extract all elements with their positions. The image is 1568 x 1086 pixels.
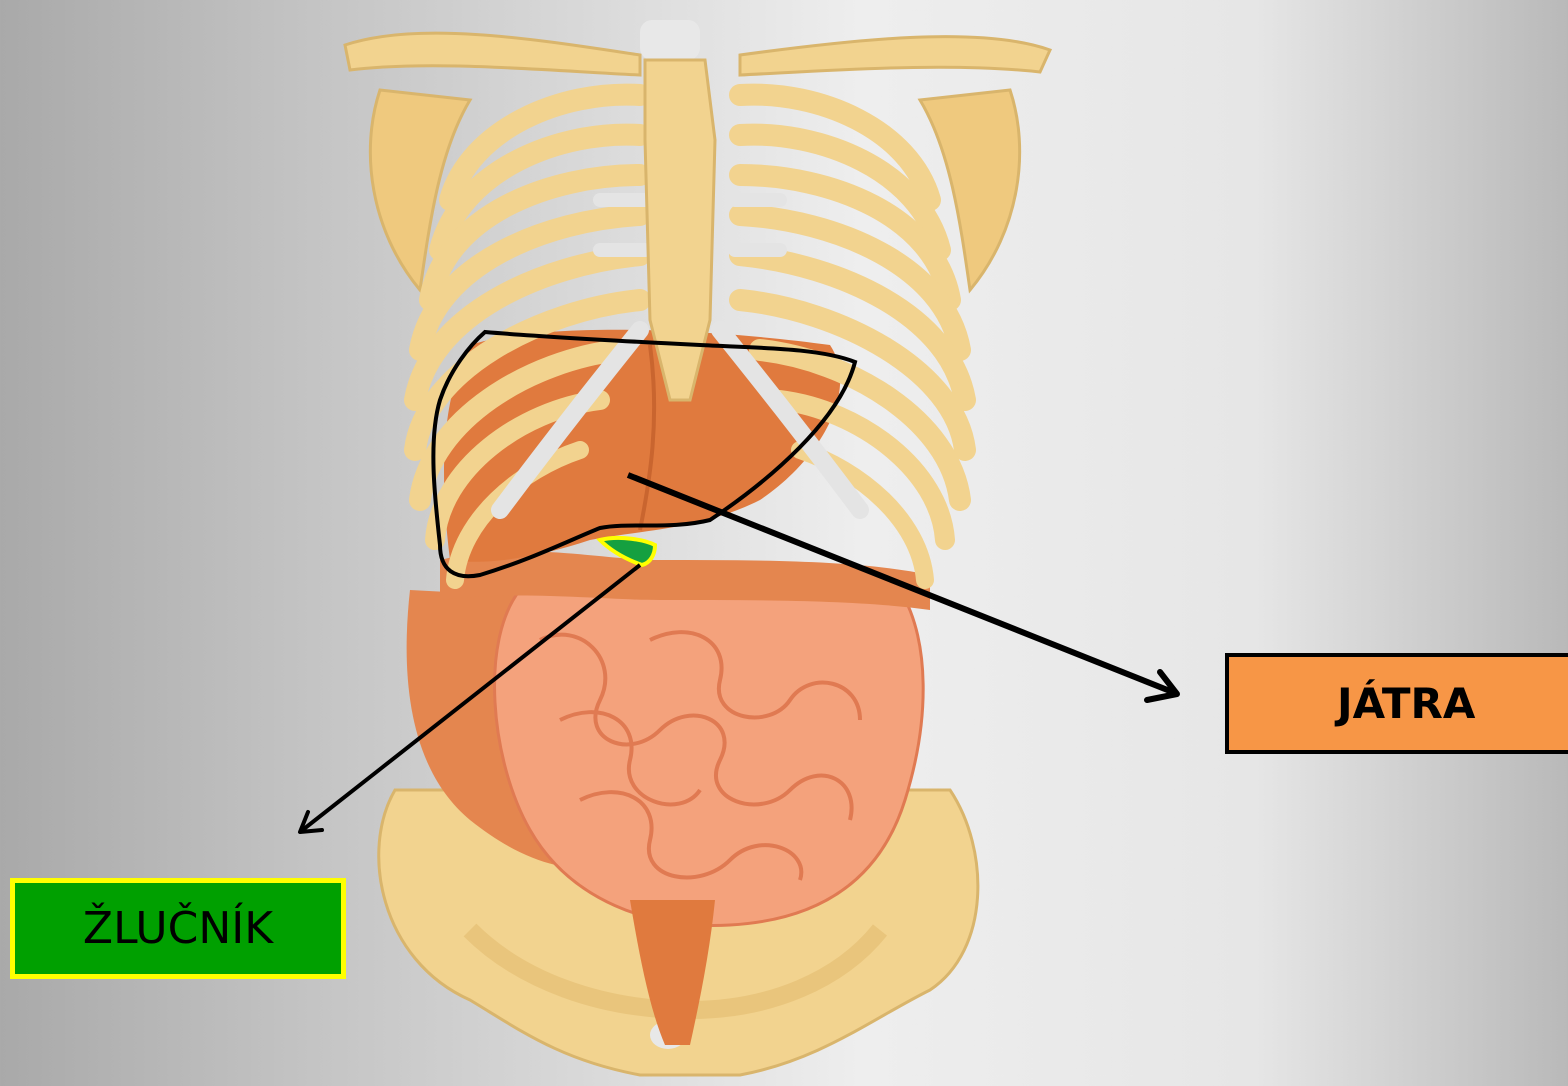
gallbladder-label: ŽLUČNÍK	[10, 878, 346, 979]
liver-label-text: JÁTRA	[1337, 679, 1475, 728]
liver-label: JÁTRA	[1225, 653, 1568, 754]
gallbladder-label-text: ŽLUČNÍK	[83, 903, 273, 954]
